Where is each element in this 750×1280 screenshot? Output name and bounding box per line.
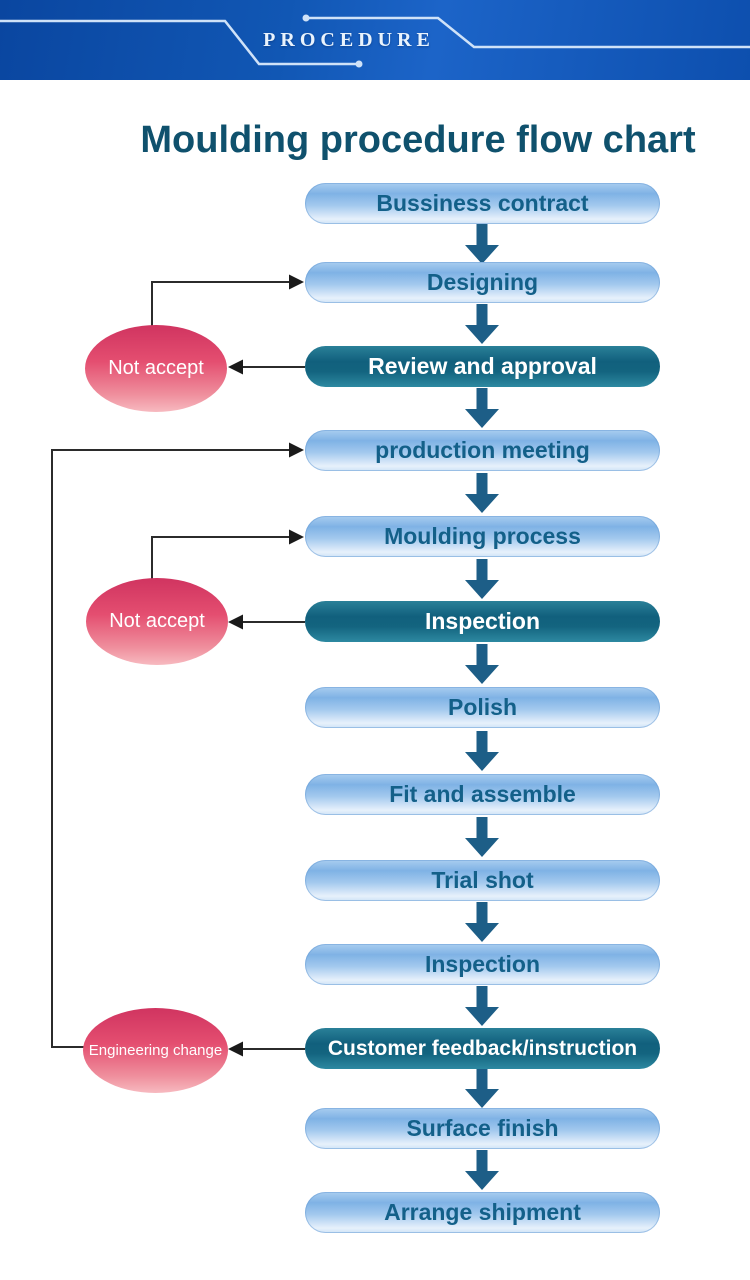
circuit-line-left [0,19,356,66]
flow-box-inspection-2: Inspection [305,944,660,985]
circuit-dot-right [302,14,310,22]
flow-box-moulding-process: Moulding process [305,516,660,557]
circuit-dot-left [355,60,363,68]
arrowhead-left-icon [228,614,243,630]
flow-box-production-meeting: production meeting [305,430,660,471]
circuit-line-right [309,16,750,49]
down-arrow-icon [465,388,499,428]
flow-box-designing: Designing [305,262,660,303]
arrowhead-right-icon [289,274,304,290]
down-arrow-icon [465,304,499,344]
arrowhead-left-icon [228,359,243,375]
flow-box-polish: Polish [305,687,660,728]
flow-box-review-and-approval: Review and approval [305,346,660,387]
down-arrow-icon [465,731,499,771]
down-arrow-icon [465,986,499,1026]
down-arrow-icon [465,902,499,942]
flow-box-trial-shot: Trial shot [305,860,660,901]
connector-engchange-to-production [51,449,291,1048]
callout-not-accept-1: Not accept [85,325,227,412]
down-arrow-icon [465,224,499,264]
flow-box-inspection-1: Inspection [305,601,660,642]
arrowhead-right-icon [289,529,304,545]
down-arrow-icon [465,473,499,513]
banner-title: PROCEDURE [263,29,435,51]
down-arrow-icon [465,644,499,684]
flow-box-surface-finish: Surface finish [305,1108,660,1149]
down-arrow-icon [465,559,499,599]
page-title: Moulding procedure flow chart [140,119,696,162]
flow-box-arrange-shipment: Arrange shipment [305,1192,660,1233]
flow-box-customer-feedback: Customer feedback/instruction [305,1028,660,1069]
header-banner: PROCEDURE [0,0,750,80]
arrowhead-left-icon [228,1041,243,1057]
down-arrow-icon [465,1068,499,1108]
flow-box-bussiness-contract: Bussiness contract [305,183,660,224]
feedback-arrowheads [228,274,304,1057]
down-arrow-icon [465,817,499,857]
circuit-lines-decoration [0,14,750,68]
flow-box-fit-and-assemble: Fit and assemble [305,774,660,815]
connector-notaccept-to-designing [151,281,291,326]
callout-engineering-change: Engineering change [83,1008,228,1093]
arrowhead-right-icon [289,442,304,458]
down-arrow-icon [465,1150,499,1190]
callout-not-accept-2: Not accept [86,578,228,665]
connector-notaccept-to-moulding [151,536,291,580]
